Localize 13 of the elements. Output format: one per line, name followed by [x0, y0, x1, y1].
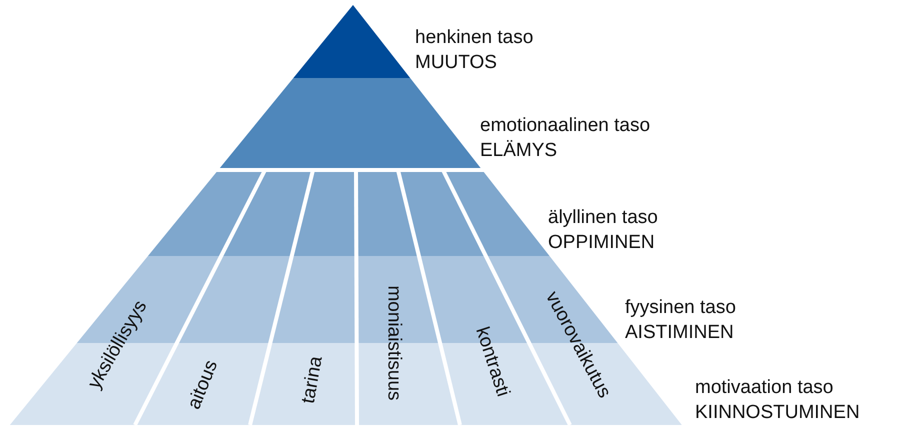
level-title: OPPIMINEN — [548, 232, 655, 254]
level-name: älyllinen taso — [548, 207, 658, 229]
level-name: henkinen taso — [415, 27, 534, 49]
column-label: moniaistisuus — [383, 285, 404, 401]
column-label: aitous — [184, 358, 222, 412]
level-title: AISTIMINEN — [625, 322, 734, 344]
level-name: motivaation taso — [695, 377, 834, 399]
level-title: KIINNOSTUMINEN — [695, 402, 860, 424]
level-name: emotionaalinen taso — [480, 115, 650, 137]
level-title: MUUTOS — [415, 52, 497, 74]
level-name: fyysinen taso — [625, 297, 736, 319]
level-title: ELÄMYS — [480, 140, 558, 162]
column-label: tarina — [298, 354, 327, 406]
